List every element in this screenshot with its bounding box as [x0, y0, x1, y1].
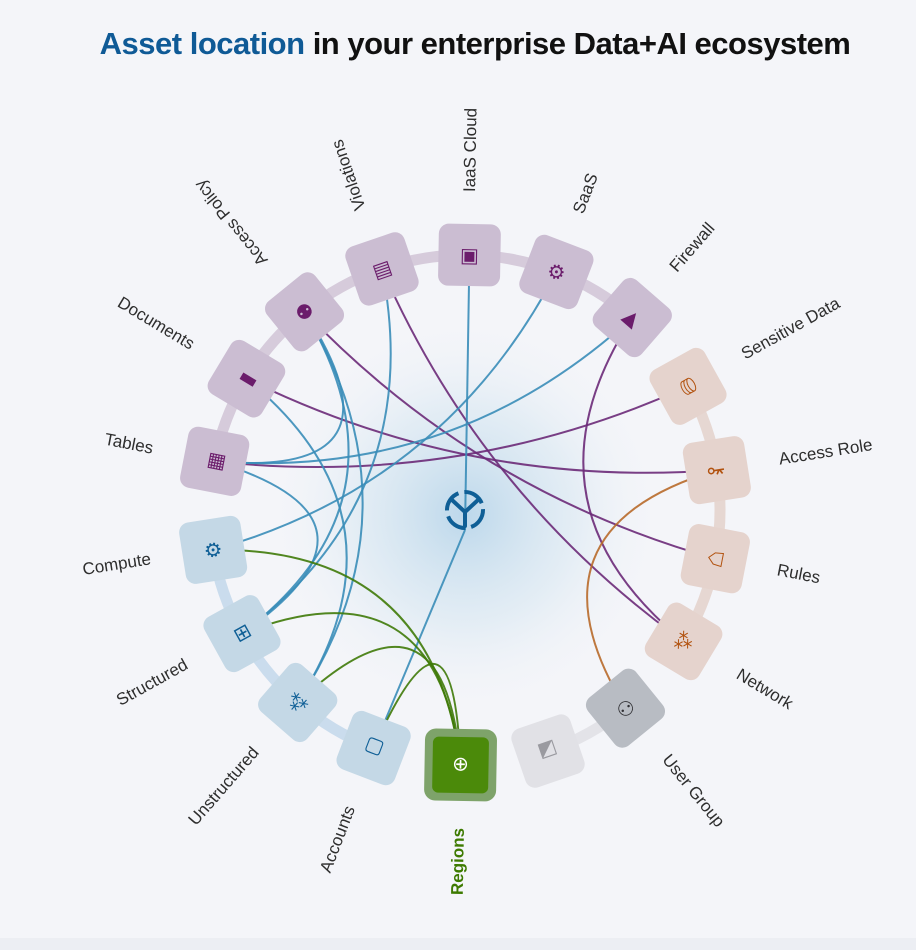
node-box: [644, 602, 723, 681]
chip-icon: ⚙: [200, 539, 227, 560]
edge-access-policy-structured: [241, 311, 350, 635]
node-access-policy[interactable]: ⚉: [261, 268, 348, 355]
edge-firewall-network: [582, 317, 685, 643]
node-unlabeled[interactable]: ◪: [509, 712, 588, 791]
edge-iaas-cloud-hub: [464, 255, 471, 531]
label-documents: Documents: [114, 293, 197, 354]
edge-violations-structured: [241, 268, 392, 635]
node-structured[interactable]: ⊞: [200, 591, 284, 675]
node-box: [519, 234, 594, 310]
edge-saas-compute: [212, 271, 558, 551]
node-user-group[interactable]: ⚇: [582, 665, 669, 752]
node-box: [511, 714, 585, 788]
title-accent: Asset location: [99, 26, 305, 61]
node-box: [680, 524, 750, 594]
node-access-role[interactable]: ⚷: [681, 435, 752, 506]
node-network[interactable]: ⁂: [641, 599, 726, 684]
table-icon: ▦: [201, 450, 228, 473]
hub-network-icon: [445, 490, 485, 530]
node-sensitive-data[interactable]: ⛁: [646, 344, 730, 428]
key-icon: ⚷: [704, 461, 730, 479]
label-regions: Regions: [448, 828, 468, 895]
node-box: [682, 436, 751, 505]
node-firewall[interactable]: ▲: [589, 274, 676, 361]
globe-icon: ⊕: [452, 753, 469, 777]
label-structured: Structured: [113, 655, 191, 710]
label-rules: Rules: [776, 560, 822, 587]
node-rules[interactable]: ⛉: [679, 522, 752, 595]
edge-regions-unstructured: [297, 645, 462, 766]
node-box: [258, 662, 338, 743]
node-box: [585, 668, 666, 748]
label-user-group: User Group: [659, 751, 729, 831]
node-regions[interactable]: ⊕: [424, 728, 497, 802]
label-network: Network: [733, 665, 797, 714]
node-box: [432, 736, 489, 794]
label-unstructured: Unstructured: [185, 743, 263, 829]
title-rest: in your enterprise Data+AI ecosystem: [312, 26, 851, 61]
node-box: [207, 339, 286, 418]
node-box: [649, 347, 727, 425]
bottom-strip: [0, 938, 916, 950]
label-compute: Compute: [81, 549, 152, 579]
label-iaas-cloud: IaaS Cloud: [460, 108, 480, 192]
label-violations: Violations: [328, 137, 370, 213]
page-title: Asset location in your enterprise Data+A…: [0, 26, 916, 62]
edge-regions-accounts: [372, 662, 462, 766]
node-box: [180, 426, 250, 496]
label-accounts: Accounts: [316, 803, 359, 875]
node-box: [438, 223, 501, 287]
node-box: [264, 272, 345, 352]
label-access-role: Access Role: [777, 435, 873, 469]
edge-access-policy-unstructured: [296, 311, 364, 703]
label-tables: Tables: [103, 430, 155, 458]
node-saas[interactable]: ⚙: [516, 232, 596, 312]
node-tables[interactable]: ▦: [178, 425, 251, 498]
label-sensitive-data: Sensitive Data: [738, 293, 844, 363]
node-accounts[interactable]: ▢: [334, 708, 414, 788]
edge-tables-structured: [214, 460, 319, 635]
node-documents[interactable]: ▮: [204, 336, 289, 421]
cloud-server-icon: ▣: [460, 243, 479, 267]
edge-documents-access-role: [245, 377, 717, 474]
node-box: [203, 595, 281, 673]
edge-user-group-access-role: [586, 469, 718, 709]
shield-rules-icon: ⛉: [702, 549, 728, 568]
edge-documents-unstructured: [245, 377, 348, 703]
node-box: [336, 710, 411, 786]
edge-violations-network: [381, 268, 685, 643]
node-compute[interactable]: ⚙: [178, 514, 249, 585]
edge-regions-structured: [241, 612, 462, 766]
node-box: [179, 515, 248, 584]
edge-tables-sensitive-data: [214, 385, 689, 469]
edge-firewall-tables: [214, 316, 633, 465]
label-access-policy: Access Policy: [190, 176, 271, 270]
label-saas: SaaS: [569, 171, 602, 217]
node-iaas-cloud[interactable]: ▣: [438, 223, 501, 287]
node-violations[interactable]: ▤: [343, 229, 422, 308]
edge-access-policy-rules: [303, 311, 716, 560]
label-firewall: Firewall: [666, 219, 719, 276]
node-unstructured[interactable]: ⁂: [254, 659, 341, 746]
node-box: [345, 232, 419, 306]
node-box: [592, 277, 672, 358]
